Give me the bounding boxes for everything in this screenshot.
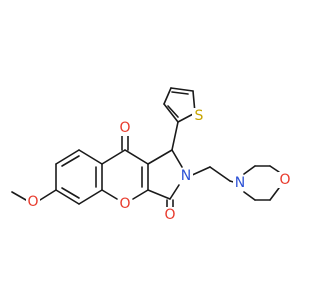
bond [243, 191, 256, 201]
atom-label: O [119, 196, 130, 212]
ketone-oxygen: O [118, 120, 132, 136]
bond [124, 149, 149, 165]
bond [189, 166, 211, 177]
molecule-diagram: O O O O O N N S [11, 87, 292, 223]
lactam-nitrogen: N [179, 168, 193, 184]
atom-label: O [279, 172, 290, 188]
bond [269, 187, 280, 201]
bond [170, 87, 194, 92]
bond [269, 165, 280, 173]
thiophene-sulfur: S [192, 108, 206, 124]
bond [61, 155, 80, 167]
atom-label: O [119, 120, 130, 136]
bond [169, 184, 180, 200]
bond [11, 191, 27, 201]
bonds [11, 87, 280, 211]
bond [55, 149, 80, 165]
bond [39, 189, 57, 201]
bond [101, 189, 118, 200]
bond [163, 103, 179, 123]
bond [147, 149, 173, 165]
bond [171, 149, 183, 168]
morpholine-oxygen: O [278, 172, 292, 188]
bond [171, 121, 179, 151]
morpholine-nitrogen: N [233, 175, 247, 191]
bond [55, 189, 80, 205]
atom-label: O [27, 194, 38, 210]
bond [171, 91, 189, 95]
molecule-structure: O O O O O N N S [11, 87, 292, 223]
bond [209, 166, 231, 182]
bond [78, 149, 103, 165]
bond [147, 189, 171, 200]
bond [167, 105, 179, 118]
atom-label: O [164, 207, 175, 223]
atom-labels: O O O O O N N S [26, 108, 292, 223]
atom-label: S [195, 108, 204, 124]
lactam-oxygen: O [163, 207, 177, 223]
methoxy-oxygen: O [26, 194, 40, 210]
atom-label: N [181, 168, 191, 184]
bond [78, 189, 103, 205]
bond [61, 187, 80, 199]
ring-oxygen: O [118, 196, 132, 212]
bond [243, 165, 256, 175]
bond [132, 189, 149, 200]
atom-label: N [235, 175, 245, 191]
bond [163, 87, 172, 105]
bond [101, 149, 126, 165]
